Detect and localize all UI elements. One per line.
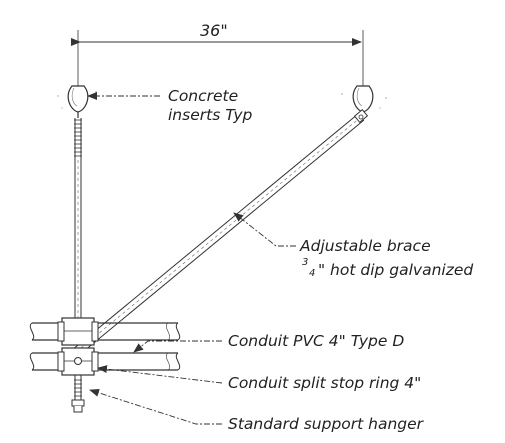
concrete-speckle <box>57 91 387 109</box>
leader-adjustable-brace <box>233 212 296 247</box>
callout-adjustable-brace: Adjustable brace 3 4 " hot dip galvanize… <box>299 237 473 279</box>
callout-concrete-inserts: Concrete inserts Typ <box>168 87 252 124</box>
leader-conduit <box>133 340 222 353</box>
callout-adjustable-brace-line1: Adjustable brace <box>299 237 431 255</box>
callout-support-hanger-text: Standard support hanger <box>228 415 425 433</box>
leader-support-hanger <box>89 388 222 425</box>
callout-conduit: Conduit PVC 4" Type D <box>228 332 404 350</box>
brace-size-denominator: 4 <box>309 268 315 279</box>
dimension-label: 36" <box>200 21 228 40</box>
conduit-lower <box>29 352 181 371</box>
callout-stop-ring-text: Conduit split stop ring 4" <box>228 374 421 392</box>
callout-conduit-text: Conduit PVC 4" Type D <box>228 332 404 350</box>
support-hanger-clamp <box>57 317 99 413</box>
callout-stop-ring: Conduit split stop ring 4" <box>228 374 421 392</box>
callout-adjustable-brace-line2: " hot dip galvanized <box>318 261 473 279</box>
callout-support-hanger: Standard support hanger <box>228 415 425 433</box>
dimension-36-inch: 36" <box>71 21 364 92</box>
concrete-insert-left <box>67 85 89 118</box>
conduit-upper <box>29 322 181 341</box>
threaded-hanger-rod <box>74 118 82 320</box>
callout-concrete-inserts-line2: inserts Typ <box>168 106 252 124</box>
callout-concrete-inserts-line1: Concrete <box>168 87 238 105</box>
leader-stop-ring <box>97 365 223 384</box>
adjustable-brace <box>71 109 369 357</box>
brace-size-numerator: 3 <box>302 257 308 268</box>
